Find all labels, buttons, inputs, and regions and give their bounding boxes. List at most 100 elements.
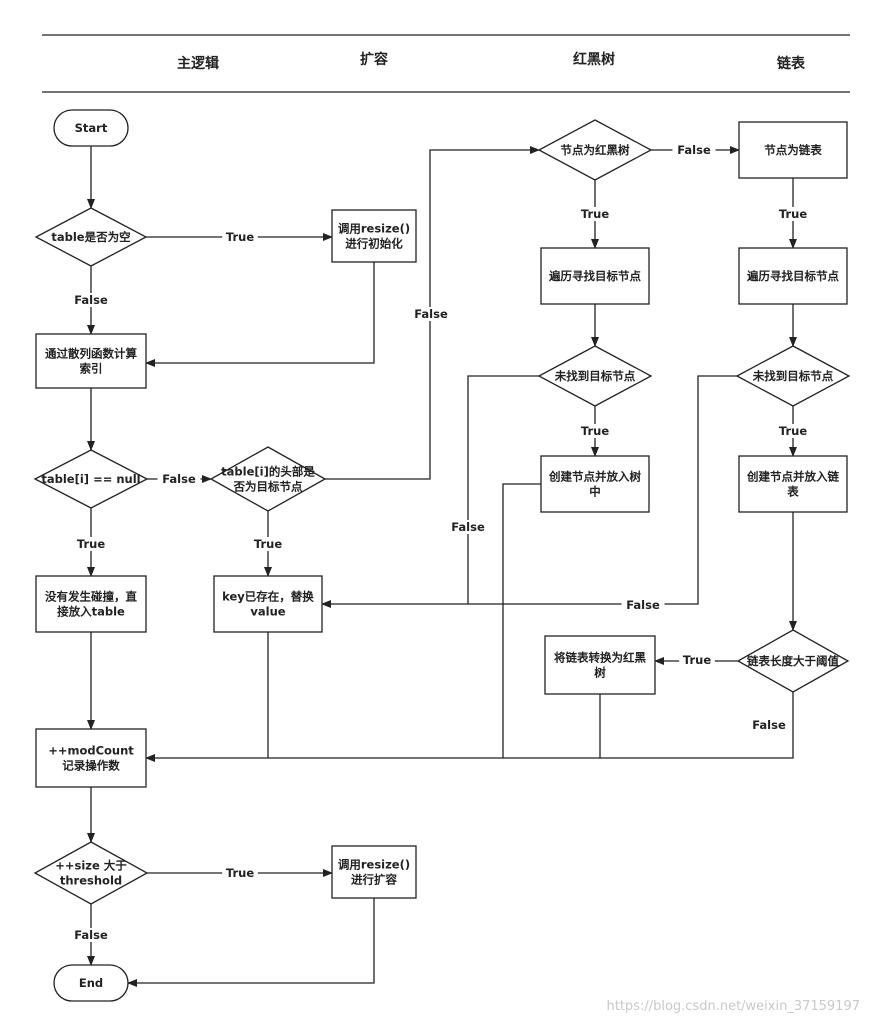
process-box — [540, 455, 650, 513]
node-label: ++modCount — [48, 744, 134, 758]
process-box — [331, 209, 417, 263]
edge-label-list-branch-true: True — [779, 207, 807, 221]
node-label: 调用resize() — [338, 222, 410, 236]
edge-resize-to-end — [127, 898, 375, 987]
edge-init-to-calc — [145, 262, 375, 367]
node-label: 没有发生碰撞，直 — [45, 590, 137, 604]
node-label: 树 — [594, 666, 606, 680]
edge-label-bg — [775, 424, 811, 438]
node-label: 索引 — [80, 362, 103, 376]
edge-label-tree-notfound-false: False — [451, 520, 485, 534]
node-end: End — [53, 964, 129, 1002]
process-box — [35, 333, 147, 389]
edge-tree-insert-to-modcount — [502, 483, 541, 758]
process-box — [738, 455, 848, 513]
node-slot-null: table[i] == null — [33, 449, 149, 509]
node-label: 遍历寻找目标节点 — [548, 269, 641, 283]
process-box — [213, 575, 323, 633]
edge-label-null-true: True — [77, 537, 105, 551]
edge-label-size-false: False — [74, 928, 108, 942]
edge-label-bg — [69, 928, 113, 942]
node-label: 将链表转换为红黑 — [554, 651, 646, 665]
node-label: 记录操作数 — [62, 759, 120, 773]
edge-label-bg — [577, 207, 613, 221]
node-label: 中 — [589, 485, 601, 499]
node-label: 否为目标节点 — [233, 480, 303, 494]
node-label: table[i] == null — [41, 472, 140, 486]
process-box — [544, 635, 656, 695]
header-main-logic: 主逻辑 — [177, 55, 219, 72]
node-label: 未找到目标节点 — [554, 369, 636, 383]
edge-label-tree-notfound-true: True — [581, 424, 609, 438]
edge-label-list-notfound-false: False — [626, 598, 660, 612]
node-is-tree: 节点为红黑树 — [537, 119, 653, 181]
edge-label-size-true: True — [226, 866, 254, 880]
edge-label-len-false: False — [752, 718, 786, 732]
process-box — [738, 247, 848, 305]
node-label: 节点为红黑树 — [561, 143, 630, 157]
edge-label-bg — [672, 143, 716, 157]
node-label: table是否为空 — [51, 230, 130, 244]
edge-label-layer: TrueFalseFalseTrueFalseTrueFalseTrueTrue… — [69, 143, 811, 942]
node-label: 遍历寻找目标节点 — [746, 269, 839, 283]
node-label: 调用resize() — [338, 858, 410, 872]
edge-len-false-to-modcount — [145, 692, 794, 762]
decision-diamond — [537, 119, 653, 181]
node-list-traverse: 遍历寻找目标节点 — [738, 247, 848, 305]
process-box — [35, 575, 147, 633]
edge-label-bg — [69, 293, 113, 307]
node-label: 表 — [786, 485, 799, 499]
edge-label-bg — [577, 424, 613, 438]
edge-list-notfound-false-to-key — [321, 375, 737, 608]
node-label: 接放入table — [57, 605, 125, 619]
edge-label-empty-true: True — [226, 230, 254, 244]
edge-label-bg — [222, 866, 258, 880]
node-label: value — [250, 605, 285, 619]
node-label: ++size 大于 — [55, 859, 127, 873]
edge-label-bg — [621, 598, 665, 612]
decision-diamond — [33, 449, 149, 509]
edge-label-bg — [747, 718, 791, 732]
node-list-len-check: 链表长度大于阈值 — [736, 629, 850, 693]
decision-diamond — [209, 446, 327, 512]
process-box — [331, 845, 417, 899]
edge-layer — [87, 146, 797, 987]
node-label: 创建节点并放入树 — [548, 470, 641, 484]
process-box — [738, 121, 848, 179]
decision-diamond — [537, 345, 653, 407]
edge-label-bg — [775, 207, 811, 221]
node-label: 进行扩容 — [351, 873, 397, 887]
node-init-resize: 调用resize()进行初始化 — [331, 209, 417, 263]
edge-label-null-false: False — [162, 472, 196, 486]
decision-diamond — [33, 841, 149, 905]
edge-label-bg — [250, 537, 286, 551]
node-tree-traverse: 遍历寻找目标节点 — [540, 247, 650, 305]
edge-label-bg — [409, 307, 453, 321]
terminal-shape — [53, 109, 129, 147]
edge-label-list-notfound-true: True — [779, 424, 807, 438]
edge-label-len-true: True — [683, 653, 711, 667]
node-label: 未找到目标节点 — [752, 369, 834, 383]
node-label: 节点为链表 — [764, 143, 822, 157]
node-label: Start — [75, 121, 108, 135]
edge-label-head-false: False — [414, 307, 448, 321]
edge-label-bg — [73, 537, 109, 551]
process-box — [540, 247, 650, 305]
edge-label-bg — [446, 520, 490, 534]
edge-label-tree-true: True — [581, 207, 609, 221]
node-table-empty: table是否为空 — [34, 207, 148, 267]
node-label: table[i]的头部是 — [221, 465, 315, 479]
node-label: 创建节点并放入链 — [746, 470, 839, 484]
edge-label-bg — [679, 653, 715, 667]
edge-label-bg — [222, 230, 258, 244]
